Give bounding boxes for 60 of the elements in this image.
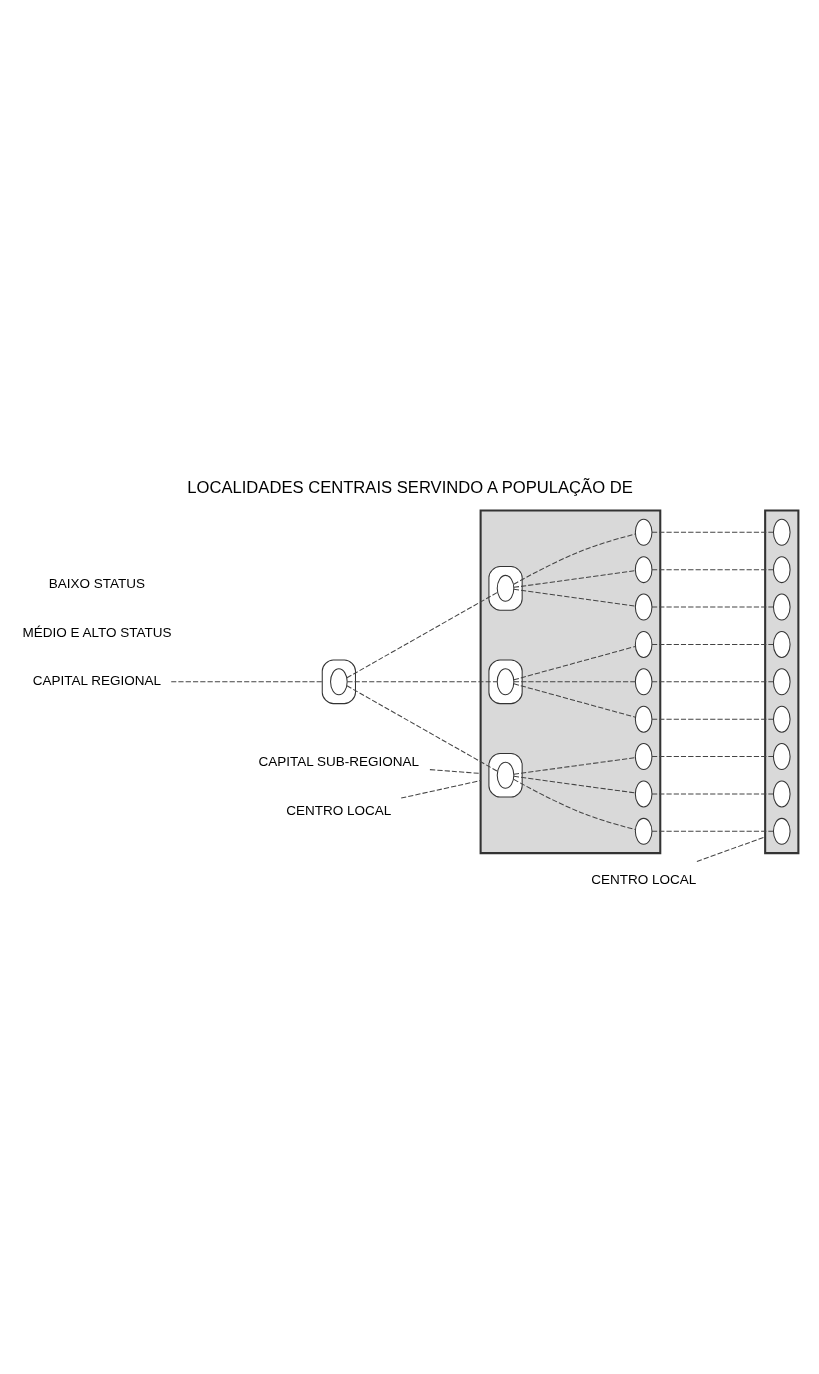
- connector: [512, 681, 636, 683]
- node-text: CENTRO LOCAL: [590, 871, 696, 887]
- node-circle: [772, 705, 791, 733]
- connector: [651, 606, 774, 608]
- node-circle: [496, 761, 514, 789]
- node-circle: [772, 556, 791, 584]
- cluster: [487, 752, 523, 798]
- node-circle: [496, 668, 514, 696]
- connector: [345, 685, 498, 772]
- diagram-title: LOCALIDADES CENTRAIS SERVINDO A POPULAÇÃO DE: [186, 477, 633, 497]
- label: MÉDIO E ALTO STATUS: [21, 624, 171, 640]
- connector: [651, 830, 774, 832]
- connector: [170, 681, 323, 683]
- connector: [512, 683, 636, 718]
- connector: [400, 780, 481, 799]
- connector: [428, 769, 481, 774]
- connector: [651, 718, 774, 720]
- node-text: CENTRO LOCAL: [285, 803, 391, 819]
- connector: [651, 681, 774, 683]
- connector: [651, 569, 774, 571]
- node-circle: [772, 593, 791, 621]
- node-circle: [634, 780, 652, 808]
- node-circle: [772, 817, 791, 845]
- node-text: CAPITAL REGIONAL: [32, 673, 161, 689]
- connector: [512, 533, 636, 585]
- node-circle: [772, 518, 791, 546]
- cluster: [479, 509, 661, 855]
- node-circle: [329, 668, 348, 696]
- node-circle: [772, 668, 791, 696]
- connector: [512, 570, 636, 588]
- node-circle: [634, 556, 652, 584]
- connector: [651, 531, 774, 533]
- connector: [695, 836, 766, 862]
- label: BAIXO STATUS: [48, 575, 145, 591]
- node-circle: [634, 630, 652, 658]
- connector: [512, 645, 636, 681]
- connector: [512, 775, 636, 794]
- connector: [345, 591, 498, 679]
- connector: [651, 643, 774, 645]
- connector: [346, 681, 497, 683]
- node-circle: [634, 705, 652, 733]
- node-circle: [496, 574, 514, 602]
- cluster: [487, 659, 523, 705]
- cluster: [487, 566, 523, 611]
- node-circle: [772, 743, 791, 771]
- node-circle: [772, 630, 791, 658]
- cluster: [321, 659, 356, 705]
- connector: [651, 793, 774, 795]
- node-circle: [634, 593, 652, 621]
- connector: [512, 588, 636, 607]
- node-circle: [634, 518, 652, 546]
- cluster: [763, 509, 799, 855]
- connector: [651, 756, 774, 758]
- node-text: CAPITAL SUB-REGIONAL: [258, 754, 419, 770]
- node-circle: [634, 668, 652, 696]
- connector: [512, 778, 636, 831]
- connector: [512, 757, 636, 775]
- node-circle: [772, 780, 791, 808]
- node-circle: [634, 817, 652, 845]
- node-circle: [634, 743, 652, 771]
